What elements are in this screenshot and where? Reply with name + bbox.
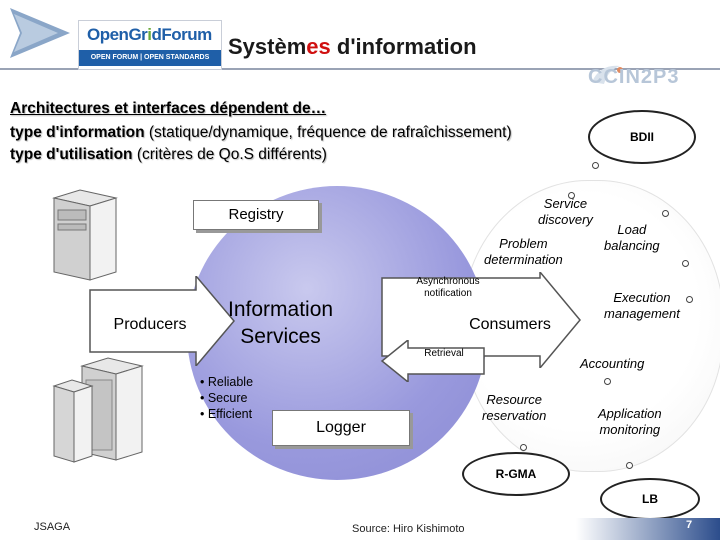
rgma-cloud: R-GMA [462,452,570,496]
retrieval-label: Retrieval [424,348,464,359]
quality-item: • Reliable [200,375,254,389]
quality-item: • Secure [200,391,248,405]
logger-box: Logger [272,410,410,446]
consumer-tools-area [462,180,720,472]
producers-arrow [89,276,235,366]
server-cluster-icon [52,357,144,463]
intro-line-type-utilisation: type d'utilisation (critères de Qo.S dif… [10,146,327,163]
ccin2p3-swirl-icon [592,65,623,84]
footer-source: Source: Hiro Kishimoto [352,523,465,535]
ogf-logo-name: OpenGridForum [87,25,212,44]
connector-dot [592,162,599,169]
ogf-logo-tagline: OPEN FORUM | OPEN STANDARDS [79,50,221,66]
bdii-cloud: BDII [588,110,696,164]
async-notification-label: Asynchronous notification [416,276,480,299]
retrieval-arrow [380,340,485,382]
ogf-logo: OpenGridForum OPEN FORUM | OPEN STANDARD… [78,20,222,70]
connector-dot [520,444,527,451]
connector-dot [604,378,611,385]
information-services-label: Information Services [228,298,334,348]
consumers-label: Consumers [469,316,551,333]
page-number: 7 [686,519,693,531]
connector-dot [626,462,633,469]
page-title: Systèmes d'information [228,34,477,59]
server-rack-icon [52,189,118,281]
connector-dot [568,192,575,199]
connector-dot [686,296,693,303]
connector-dot [662,210,669,217]
intro-line-type-information: type d'information (statique/dynamique, … [10,124,512,141]
connector-dot [682,260,689,267]
qualities-list: • Reliable • Secure • Efficient [200,374,253,422]
ccin2p3-logo: CCIN2P3 [588,66,680,88]
footer-jsaga: JSAGA [34,521,71,533]
accounting-label: Accounting [580,356,645,371]
registry-box: Registry [193,200,319,230]
lb-cloud: LB [600,478,700,520]
quality-item: • Efficient [200,407,253,421]
intro-heading: Architectures et interfaces dépendent de… [10,100,327,117]
producers-label: Producers [113,316,187,333]
chevron-logo-icon [10,8,70,58]
footer-bar [0,518,720,540]
